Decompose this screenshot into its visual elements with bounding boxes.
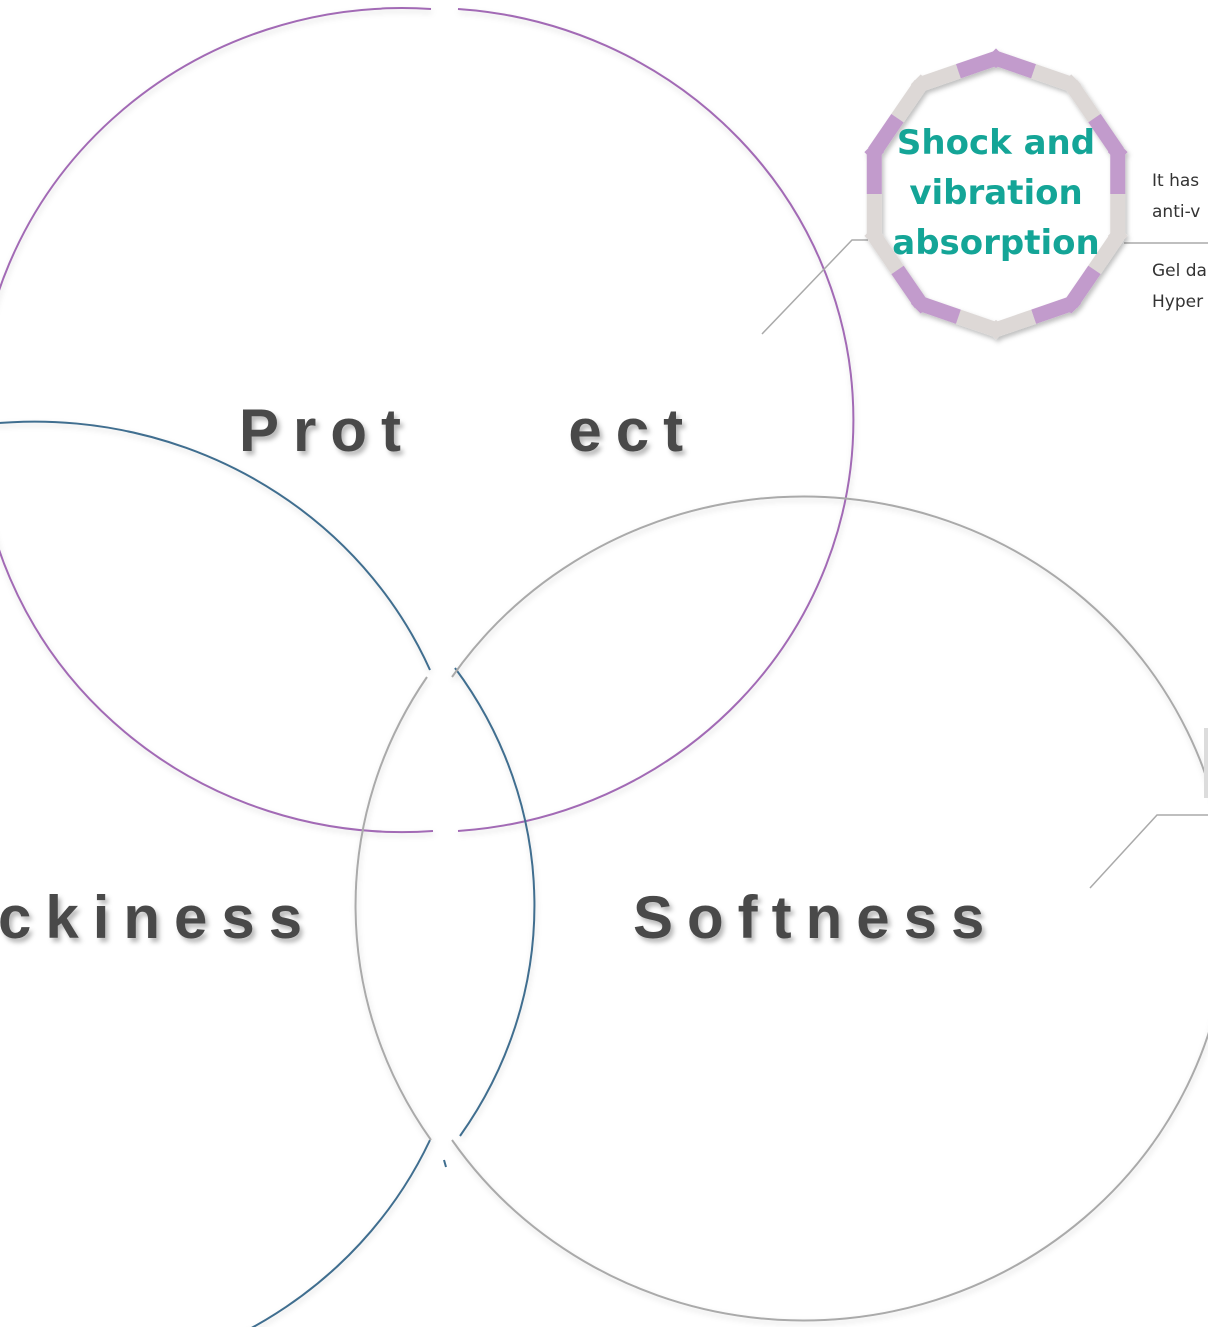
description-line-1: It has [1152, 171, 1199, 191]
description-line-3: Gel da [1152, 261, 1207, 281]
badge-joint [1061, 293, 1082, 314]
badge-joint [910, 293, 931, 314]
badge-title-line-1: Shock and [897, 123, 1095, 163]
softness-label: Softness [633, 884, 998, 951]
offscreen-badge-edge [1204, 728, 1208, 798]
badge-title-line-2: vibration [909, 173, 1082, 213]
stickiness-label: ckiness [0, 884, 316, 951]
description-line-4: Hyper [1152, 292, 1203, 312]
softness-circle [354, 495, 1208, 1322]
badge-connector-line [761, 239, 868, 335]
badge-title-line-3: absorption [892, 223, 1099, 263]
badge-joint [1107, 142, 1128, 162]
badge-joint [1107, 226, 1128, 246]
protect-label: Prot ect [239, 397, 697, 464]
stickiness-circle [0, 420, 536, 1327]
softness-connector-line [1089, 814, 1208, 889]
description-line-2: anti-v [1152, 202, 1200, 222]
badge-joint [986, 319, 1006, 340]
badge-ring [864, 48, 1128, 340]
gap-mark [443, 1159, 447, 1168]
protect-circle [0, 7, 855, 834]
badge-joint [1061, 74, 1082, 95]
